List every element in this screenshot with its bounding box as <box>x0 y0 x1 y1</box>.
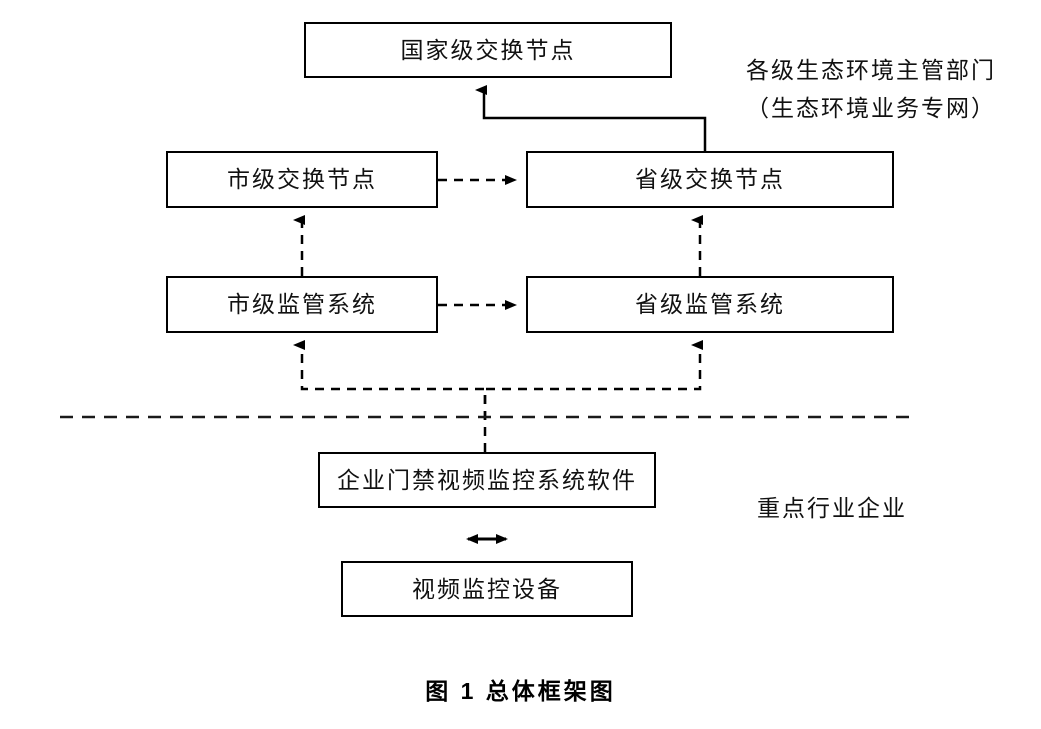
region-label-enterprise-text: 重点行业企业 <box>757 496 907 521</box>
edge-enterprise-to-city-supervision <box>293 340 487 452</box>
node-enterprise-access-video-software[interactable]: 企业门禁视频监控系统软件 <box>318 452 656 508</box>
node-enterprise-access-video-software-label: 企业门禁视频监控系统软件 <box>337 467 637 493</box>
region-label-government-line2: （生态环境业务专网） <box>746 96 996 121</box>
node-province-exchange-label: 省级交换节点 <box>635 167 785 192</box>
region-label-government-line1: 各级生态环境主管部门 <box>746 58 996 83</box>
figure-caption: 图 1 总体框架图 <box>425 678 616 704</box>
node-city-exchange-label: 市级交换节点 <box>227 167 377 192</box>
edge-province-exchange-to-national <box>475 85 707 151</box>
node-city-supervision-system-label: 市级监管系统 <box>227 292 377 317</box>
region-label-government: 各级生态环境主管部门 （生态环境业务专网） <box>746 52 996 128</box>
node-national-exchange[interactable]: 国家级交换节点 <box>304 22 672 78</box>
node-province-exchange[interactable]: 省级交换节点 <box>526 151 894 208</box>
node-national-exchange-label: 国家级交换节点 <box>400 37 576 63</box>
node-province-supervision-system[interactable]: 省级监管系统 <box>526 276 894 333</box>
node-video-monitoring-device[interactable]: 视频监控设备 <box>341 561 633 617</box>
node-province-supervision-system-label: 省级监管系统 <box>635 292 785 317</box>
region-label-enterprise: 重点行业企业 <box>757 490 907 528</box>
edge-enterprise-to-province-supervision <box>483 340 703 420</box>
node-video-monitoring-device-label: 视频监控设备 <box>412 576 562 602</box>
node-city-exchange[interactable]: 市级交换节点 <box>166 151 438 208</box>
node-city-supervision-system[interactable]: 市级监管系统 <box>166 276 438 333</box>
